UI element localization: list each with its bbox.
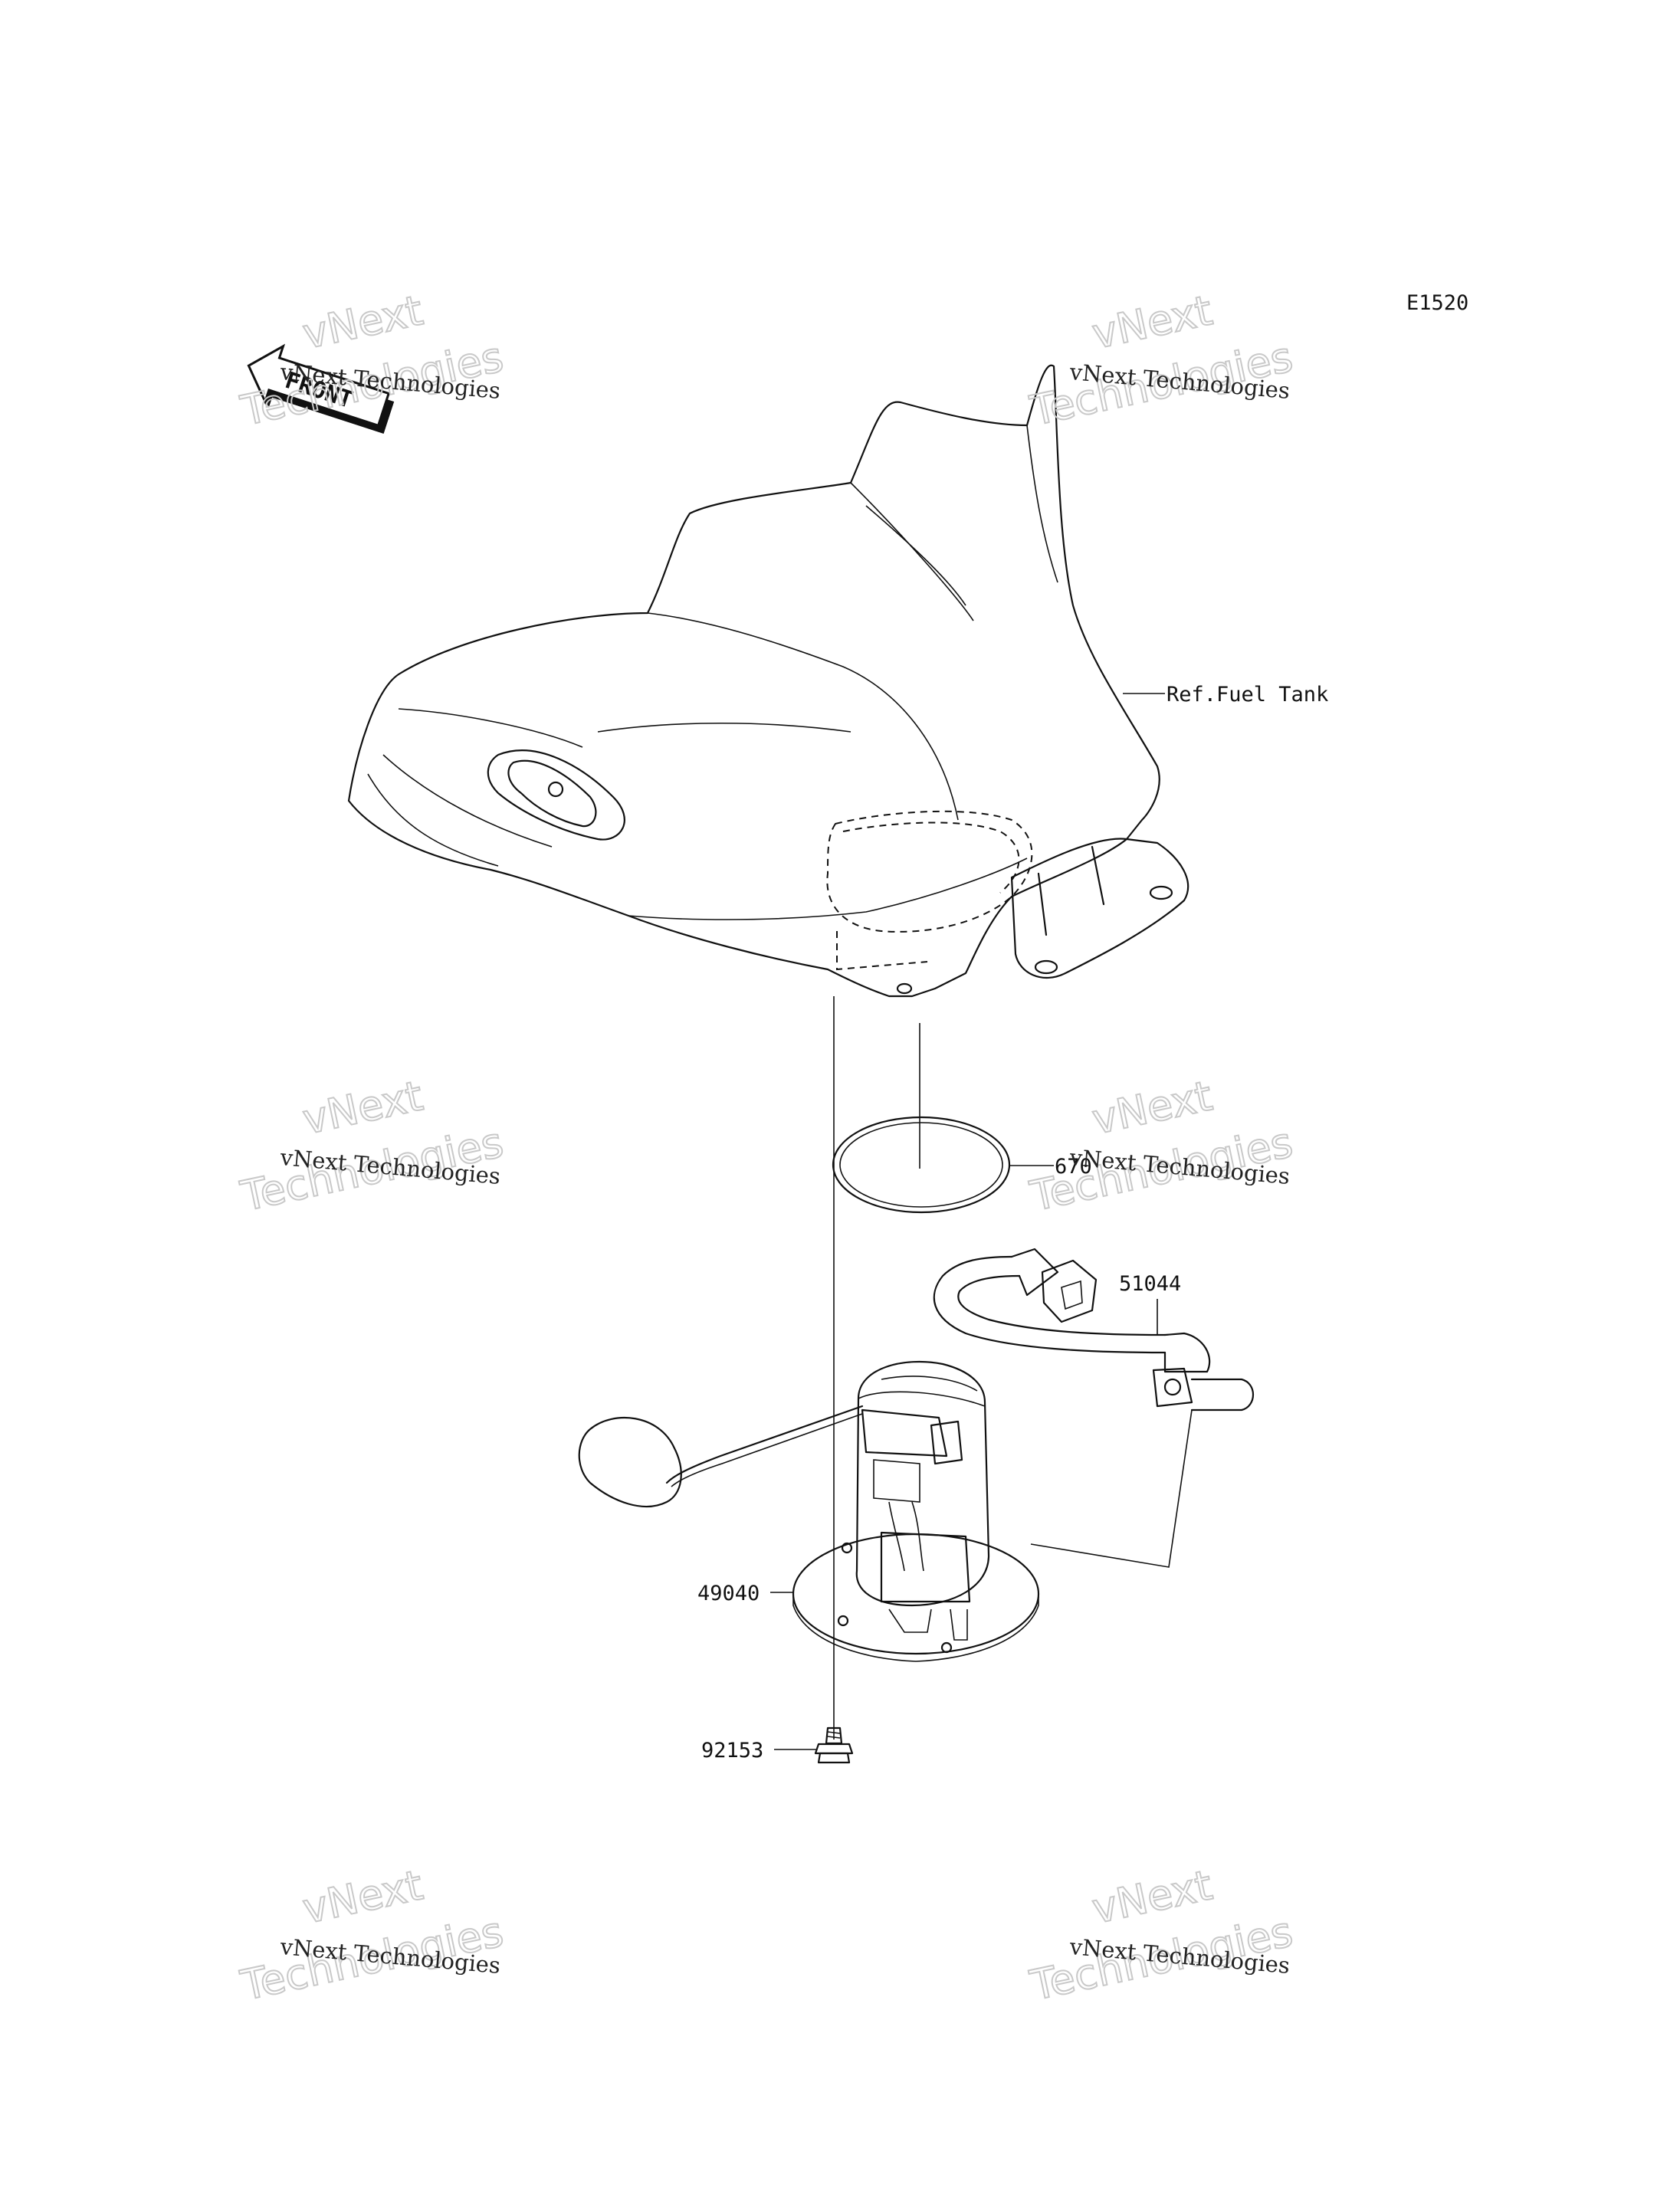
diagram-code: E1520	[1406, 291, 1468, 315]
watermark-middle-left: vNext Technologies vNext Technologies	[236, 1071, 508, 1221]
watermark-bottom-right: vNext Technologies vNext Technologies	[1025, 1860, 1298, 2011]
watermark-middle-right: vNext Technologies vNext Technologies	[1025, 1071, 1298, 1221]
fuel-hose	[933, 1248, 1254, 1412]
watermark-top-right: vNext Technologies vNext Technologies	[1025, 285, 1298, 436]
watermark-line1: vNext	[1088, 286, 1216, 358]
fuel-pump-assembly	[578, 1360, 1040, 1662]
label-bolt: 92153	[701, 1739, 763, 1763]
label-gasket: 670	[1055, 1155, 1092, 1179]
label-fuel-tank-ref: Ref.Fuel Tank	[1166, 683, 1328, 707]
watermark-bottom-left: vNext Technologies vNext Technologies	[236, 1860, 508, 2011]
fuel-tank	[347, 364, 1189, 998]
watermark-line1: vNext	[299, 1071, 427, 1143]
watermark-line1: vNext	[299, 1861, 427, 1933]
flange-bolt	[814, 1726, 854, 1764]
watermark-line1: vNext	[1088, 1861, 1216, 1933]
label-fuel-pump: 49040	[697, 1582, 760, 1605]
label-fuel-hose: 51044	[1119, 1272, 1181, 1296]
gasket-ring	[832, 1116, 1011, 1214]
watermark-line1: vNext	[1088, 1071, 1216, 1143]
watermark-line1: vNext	[299, 286, 427, 358]
